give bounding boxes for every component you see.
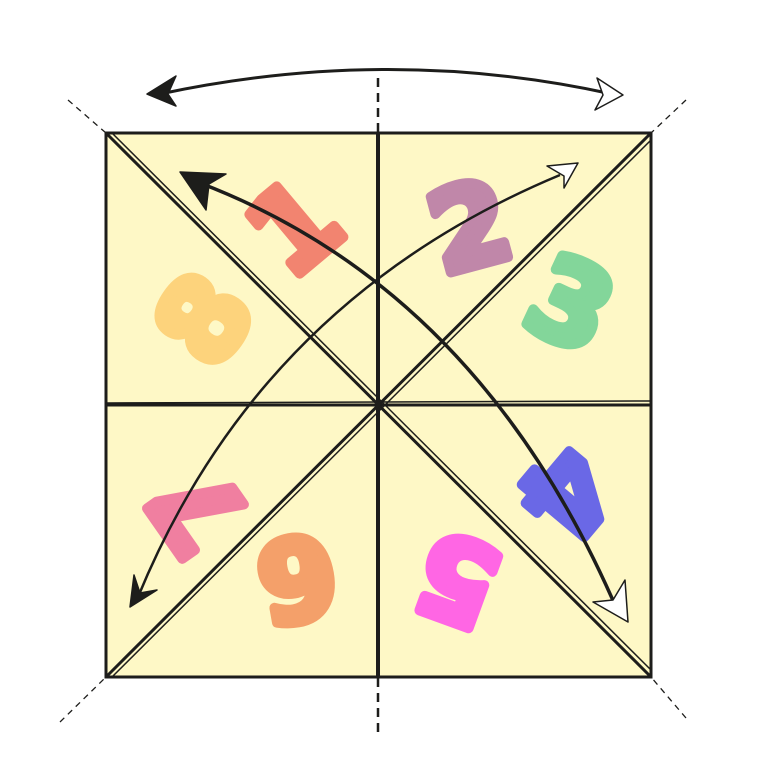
arrowhead-black-icon — [179, 171, 227, 211]
horizontal-fold-edge — [105, 400, 652, 404]
guide-diagonal-tr — [650, 99, 687, 134]
diagonal-arrow-a — [199, 181, 620, 613]
diagonal-fold-b — [104, 131, 653, 679]
arrowhead-white-icon — [546, 162, 579, 189]
arrowhead-white-icon — [592, 579, 629, 623]
top-rotation-arrow — [159, 68, 613, 96]
arrowhead-black-icon — [146, 75, 177, 107]
guide-diagonal-bl — [59, 676, 107, 723]
dashed-guides — [59, 99, 687, 723]
rotation-arrows — [136, 68, 620, 613]
arrowhead-black-icon — [129, 574, 158, 608]
arrowhead-white-icon — [594, 77, 624, 111]
arrowheads — [129, 75, 629, 623]
fold-lines — [104, 131, 653, 679]
diagonal-arrow-b — [136, 173, 561, 598]
diagonal-fold-b-edge — [111, 139, 652, 678]
guide-diagonal-tl — [67, 99, 107, 134]
guide-diagonal-br — [650, 676, 687, 719]
